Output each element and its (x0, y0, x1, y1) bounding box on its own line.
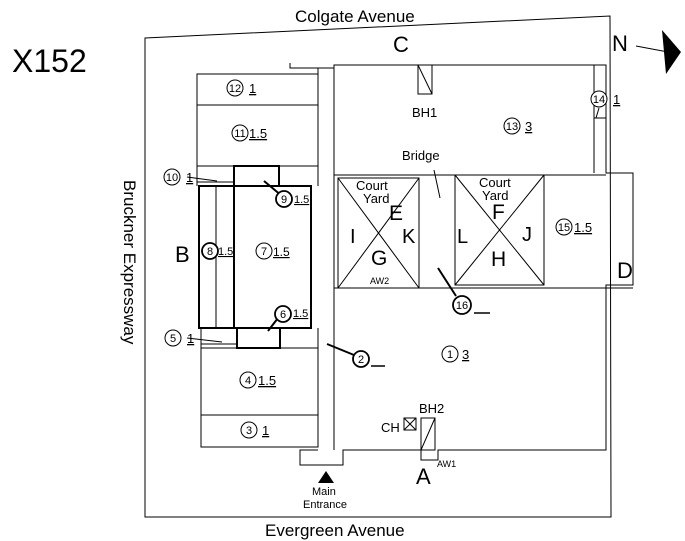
aw2-label: AW2 (370, 276, 389, 286)
wing-h-label: H (491, 248, 506, 271)
svg-text:1: 1 (613, 92, 620, 107)
svg-text:1: 1 (249, 81, 256, 96)
street-south-label: Evergreen Avenue (265, 521, 405, 540)
section-marker-3: 3 1 (240, 421, 269, 439)
svg-text:1: 1 (186, 170, 193, 185)
svg-text:3: 3 (246, 425, 252, 437)
svg-text:1: 1 (447, 349, 453, 361)
entrance-line1: Main (312, 486, 336, 498)
svg-text:1.5: 1.5 (574, 220, 592, 235)
bh1-label: BH1 (412, 105, 437, 120)
section-marker-10: 10 1 (163, 168, 193, 186)
bh2-label: BH2 (419, 401, 444, 416)
section-marker-14: 14 1 (590, 90, 620, 108)
north-arrow-label: N (612, 31, 628, 56)
section-marker-1: 1 3 (441, 345, 469, 363)
entrance-line2: Entrance (303, 499, 347, 511)
svg-text:9: 9 (281, 194, 287, 206)
section-marker-12: 12 1 (226, 79, 256, 97)
court-west-line1: Court (356, 178, 388, 193)
bh1-box (417, 64, 433, 95)
section-marker-8: 8 1.5 (201, 242, 233, 260)
svg-text:7: 7 (261, 246, 267, 258)
bh2-box (420, 417, 436, 451)
section-12-block (196, 73, 319, 106)
wing-l-label: L (457, 226, 468, 248)
wing-d-label: D (617, 258, 633, 283)
svg-text:15: 15 (558, 222, 570, 234)
section-marker-16: 16 (452, 295, 490, 315)
svg-text:1.5: 1.5 (258, 373, 276, 388)
ch-label: CH (381, 420, 400, 435)
svg-text:13: 13 (506, 121, 518, 133)
svg-text:1.5: 1.5 (273, 245, 290, 259)
plan-id: X152 (12, 43, 87, 79)
svg-text:2: 2 (358, 354, 364, 366)
svg-text:1.5: 1.5 (249, 126, 267, 141)
wing-b-label: B (175, 242, 190, 267)
aw1-label: AW1 (437, 459, 456, 469)
courtyard-east (454, 174, 545, 286)
svg-text:3: 3 (462, 347, 469, 362)
svg-text:3: 3 (525, 119, 532, 134)
section-marker-5: 5 1 (164, 329, 194, 347)
section-marker-2: 2 (352, 350, 385, 368)
wing-e-label: E (389, 202, 403, 225)
wing-i-label: I (350, 226, 356, 248)
wing-b-north-stair (233, 165, 280, 187)
court-east-line1: Court (479, 175, 511, 190)
courtyard-west (337, 177, 420, 289)
main-building-outline (289, 63, 634, 466)
wing-b-south-stair (236, 327, 281, 349)
section-marker-6: 6 1.5 (274, 305, 308, 323)
street-north-label: Colgate Avenue (295, 7, 415, 26)
svg-text:1: 1 (262, 423, 269, 438)
section-marker-4: 4 1.5 (239, 371, 276, 389)
svg-text:11: 11 (234, 128, 245, 140)
section-marker-11: 11 1.5 (231, 124, 267, 142)
svg-text:16: 16 (456, 300, 468, 312)
court-west-line2: Yard (363, 191, 390, 206)
svg-text:1.5: 1.5 (293, 308, 308, 320)
north-arrow-icon (635, 30, 681, 74)
svg-text:4: 4 (245, 375, 251, 387)
section-marker-15: 15 1.5 (555, 218, 592, 236)
wing-j-label: J (522, 224, 532, 246)
svg-text:1: 1 (187, 331, 194, 346)
section-marker-9: 9 1.5 (275, 190, 309, 208)
site-boundary (144, 15, 612, 518)
svg-text:5: 5 (170, 333, 176, 345)
svg-text:6: 6 (280, 309, 286, 321)
street-west-label: Bruckner Expressway (120, 180, 139, 345)
svg-text:1.5: 1.5 (294, 194, 309, 206)
bridge-label: Bridge (402, 148, 440, 163)
svg-text:10: 10 (166, 172, 178, 184)
court-east-line2: Yard (482, 188, 509, 203)
section-marker-7: 7 1.5 (255, 242, 290, 260)
svg-text:1.5: 1.5 (218, 246, 233, 258)
ch-box (403, 417, 417, 431)
svg-text:12: 12 (229, 83, 241, 95)
wing-c-label: C (393, 32, 409, 57)
wing-a-label: A (416, 464, 431, 489)
wing-k-label: K (402, 226, 416, 248)
main-entrance-icon (318, 471, 334, 483)
wing-g-label: G (371, 247, 387, 270)
section-3-block (200, 414, 319, 448)
wing-f-label: F (492, 201, 505, 224)
svg-text:14: 14 (593, 94, 605, 106)
section-marker-13: 13 3 (503, 117, 532, 135)
svg-text:8: 8 (207, 246, 213, 258)
